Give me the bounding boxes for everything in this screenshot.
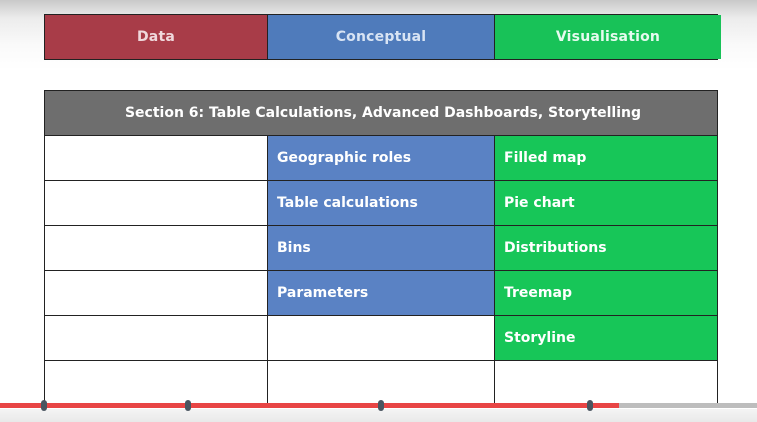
table-cell-conceptual — [268, 361, 494, 405]
progress-shade — [0, 409, 757, 422]
table-cell-visualisation: Filled map — [495, 136, 717, 180]
category-conceptual: Conceptual — [268, 15, 494, 59]
table-cell-visualisation: Distributions — [495, 226, 717, 270]
table-cell-data — [45, 316, 267, 360]
video-progress-bar[interactable] — [0, 400, 757, 422]
chapter-marker[interactable] — [41, 400, 47, 411]
table-cell-visualisation — [495, 361, 717, 405]
category-visualisation: Visualisation — [495, 15, 721, 59]
chapter-marker[interactable] — [185, 400, 191, 411]
table-cell-data — [45, 361, 267, 405]
category-header: Data Conceptual Visualisation — [44, 14, 721, 60]
table-cell-conceptual: Bins — [268, 226, 494, 270]
chapter-marker[interactable] — [587, 400, 593, 411]
category-data: Data — [45, 15, 267, 59]
table-cell-data — [45, 181, 267, 225]
table-cell-conceptual: Table calculations — [268, 181, 494, 225]
table-cell-conceptual: Geographic roles — [268, 136, 494, 180]
table-cell-data — [45, 136, 267, 180]
section-title: Section 6: Table Calculations, Advanced … — [45, 91, 717, 135]
table-cell-data — [45, 271, 267, 315]
progress-played[interactable] — [0, 403, 619, 408]
table-cell-conceptual — [268, 316, 494, 360]
table-cell-data — [45, 226, 267, 270]
chapter-marker[interactable] — [378, 400, 384, 411]
section-table: Section 6: Table Calculations, Advanced … — [44, 90, 718, 408]
table-cell-conceptual: Parameters — [268, 271, 494, 315]
table-cell-visualisation: Pie chart — [495, 181, 717, 225]
table-cell-visualisation: Treemap — [495, 271, 717, 315]
table-cell-visualisation: Storyline — [495, 316, 717, 360]
